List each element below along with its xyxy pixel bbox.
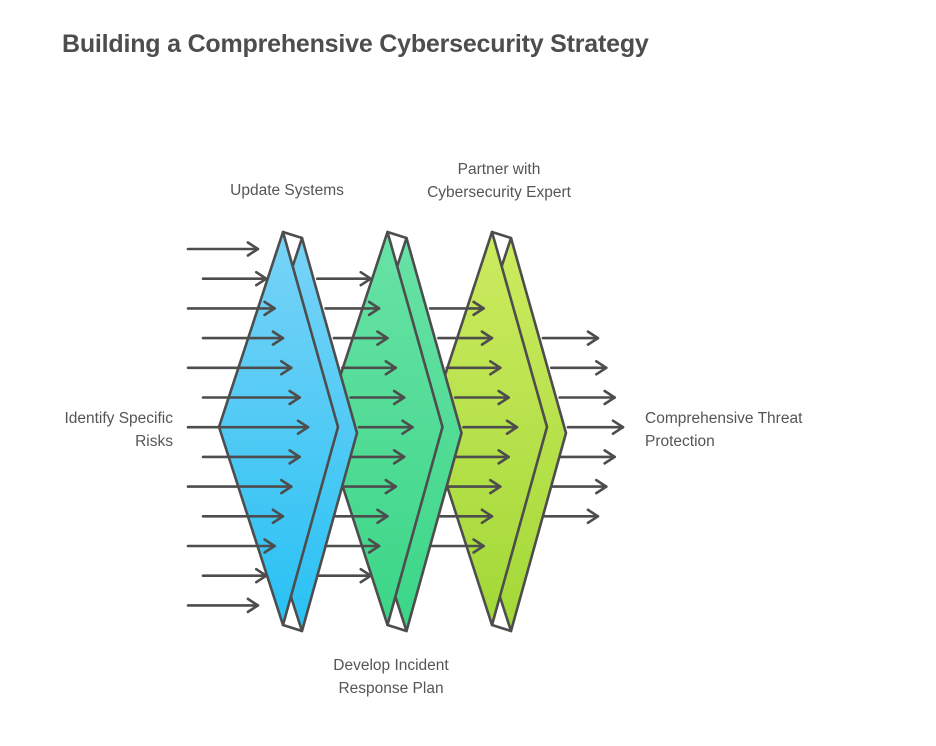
flow-arrow: [453, 449, 510, 465]
flow-arrow: [186, 359, 293, 376]
flow-arrow: [186, 300, 276, 317]
flow-arrow: [201, 389, 301, 406]
stage-label-develop-incident-response-plan: Develop Incident Response Plan: [333, 657, 449, 697]
flow-arrow: [186, 538, 276, 554]
flow-arrow: [428, 300, 485, 317]
flow-arrow: [453, 389, 510, 406]
flow-arrow: [566, 419, 625, 436]
flow-arrow: [462, 419, 519, 436]
flow-arrow: [541, 330, 600, 346]
flow-arrow: [428, 538, 485, 554]
flow-arrow: [186, 419, 310, 436]
flow-arrow: [349, 389, 406, 406]
flow-arrow: [349, 449, 406, 465]
page-title: Building a Comprehensive Cybersecurity S…: [62, 30, 649, 58]
flow-arrow: [186, 478, 293, 495]
flow-arrow: [201, 449, 301, 465]
flow-arrow: [186, 597, 260, 614]
flow-arrow: [332, 330, 389, 346]
flow-arrow: [437, 330, 494, 346]
prism-update-systems: [217, 230, 359, 633]
flow-arrow: [558, 449, 616, 465]
flow-arrow: [445, 359, 502, 376]
flow-arrow: [445, 478, 502, 495]
flow-arrows: [186, 241, 625, 614]
flow-arrow: [324, 538, 381, 554]
flow-arrow: [315, 270, 373, 287]
flow-arrow: [549, 478, 608, 495]
stage-label-update-systems: Update Systems: [230, 182, 344, 199]
flow-arrow: [201, 508, 285, 525]
flow-arrow: [340, 478, 398, 495]
flow-arrow: [357, 419, 414, 436]
flow-arrow: [549, 359, 608, 376]
flow-arrow: [315, 567, 373, 584]
input-label: Identify Specific Risks: [64, 410, 173, 450]
flow-arrow: [340, 359, 398, 376]
flow-arrow: [541, 508, 600, 525]
flow-arrow: [332, 508, 389, 525]
flow-arrow: [201, 330, 285, 346]
flow-arrow: [324, 300, 381, 317]
output-label: Comprehensive Threat Protection: [645, 410, 803, 450]
flow-arrow: [186, 241, 260, 257]
flow-arrow: [558, 389, 616, 406]
flow-arrow: [201, 270, 268, 287]
flow-arrow: [437, 508, 494, 525]
flow-arrow: [201, 567, 268, 584]
stage-label-partner-with-cybersecurity-expert: Partner with Cybersecurity Expert: [427, 161, 571, 201]
